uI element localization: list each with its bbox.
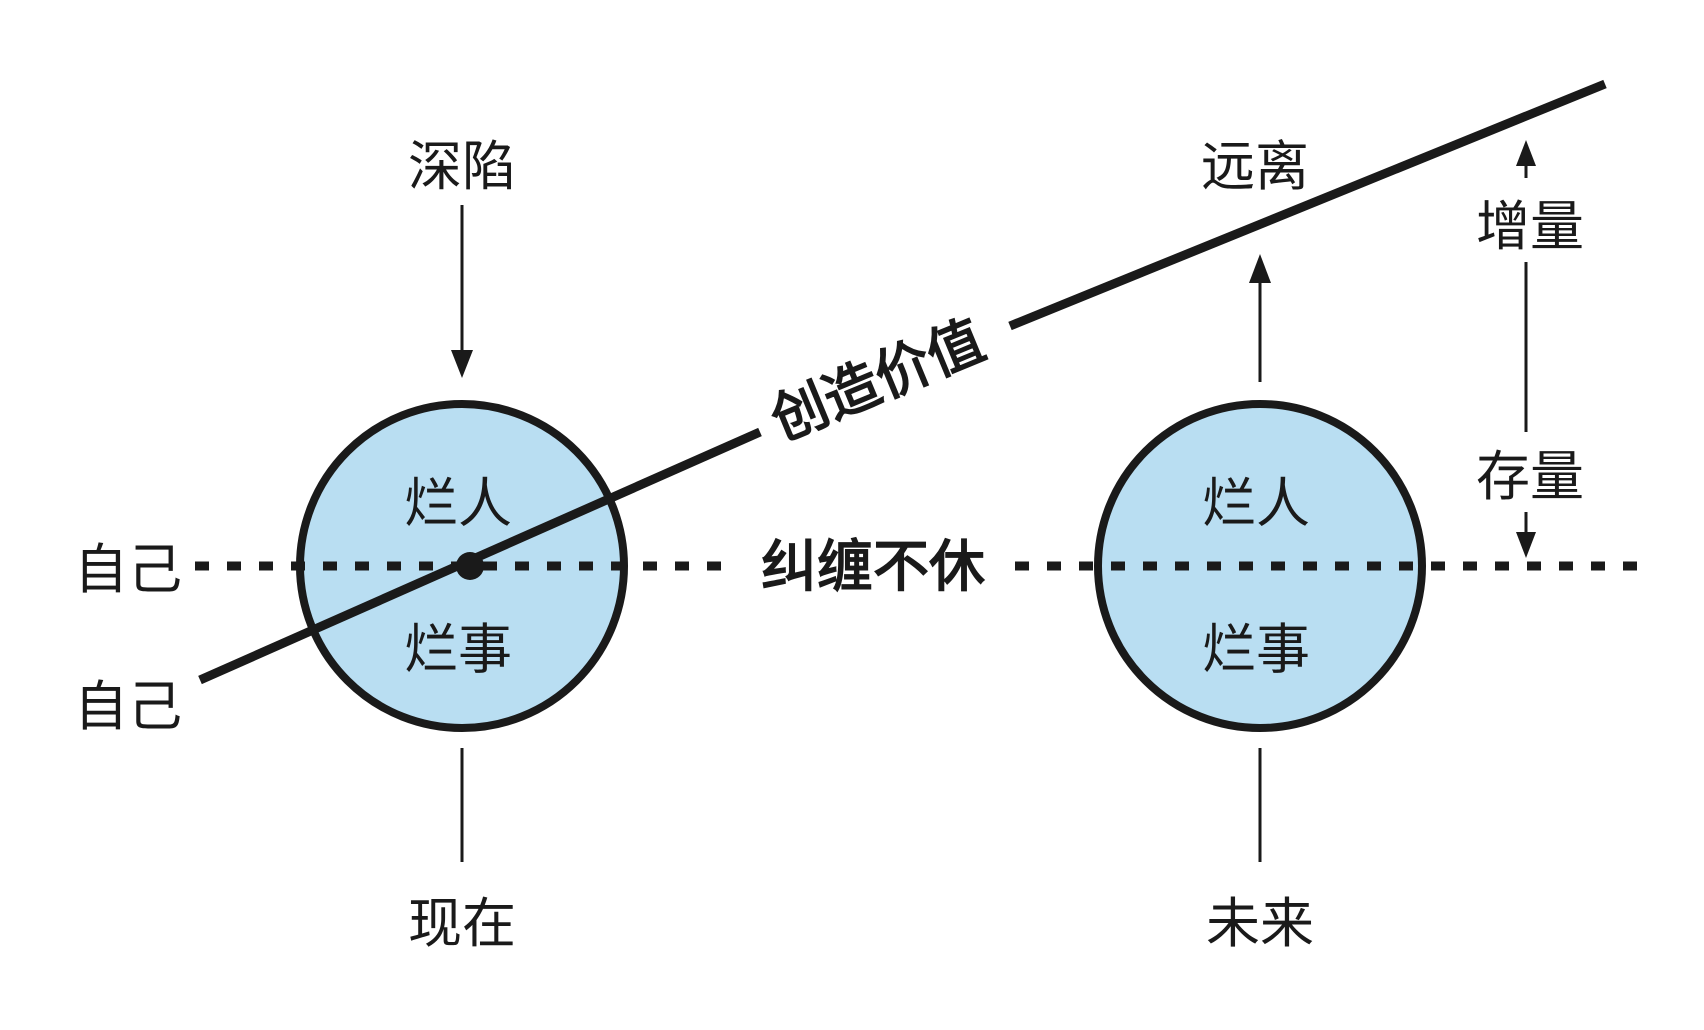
future-label: 未来 bbox=[1206, 892, 1314, 955]
increment-label: 增量 bbox=[1476, 195, 1584, 258]
present-label: 现在 bbox=[408, 892, 516, 955]
present-circle-bottom-label: 烂事 bbox=[404, 618, 512, 681]
stock-label: 存量 bbox=[1476, 445, 1584, 508]
intersection-dot bbox=[456, 552, 484, 580]
create-value-line-lower bbox=[198, 427, 762, 685]
future-circle-top-label: 烂人 bbox=[1202, 472, 1310, 535]
increment-arrowhead bbox=[1516, 140, 1536, 166]
future-circle-bottom-label: 烂事 bbox=[1202, 618, 1310, 681]
self-dotted-label: 自己 bbox=[74, 538, 182, 601]
future-circle bbox=[1094, 400, 1426, 732]
move-away-arrowhead bbox=[1249, 254, 1271, 283]
move-away-label: 远离 bbox=[1201, 135, 1309, 198]
create-value-line-upper bbox=[1008, 79, 1607, 331]
entangle-label: 纠缠不休 bbox=[761, 535, 986, 600]
deep-fall-label: 深陷 bbox=[408, 135, 516, 198]
self-line-label: 自己 bbox=[74, 675, 182, 738]
deep-fall-arrowhead bbox=[451, 350, 473, 378]
present-circle-top-label: 烂人 bbox=[404, 472, 512, 535]
stock-arrowhead bbox=[1516, 532, 1536, 558]
create-value-label: 创造价值 bbox=[762, 308, 994, 454]
